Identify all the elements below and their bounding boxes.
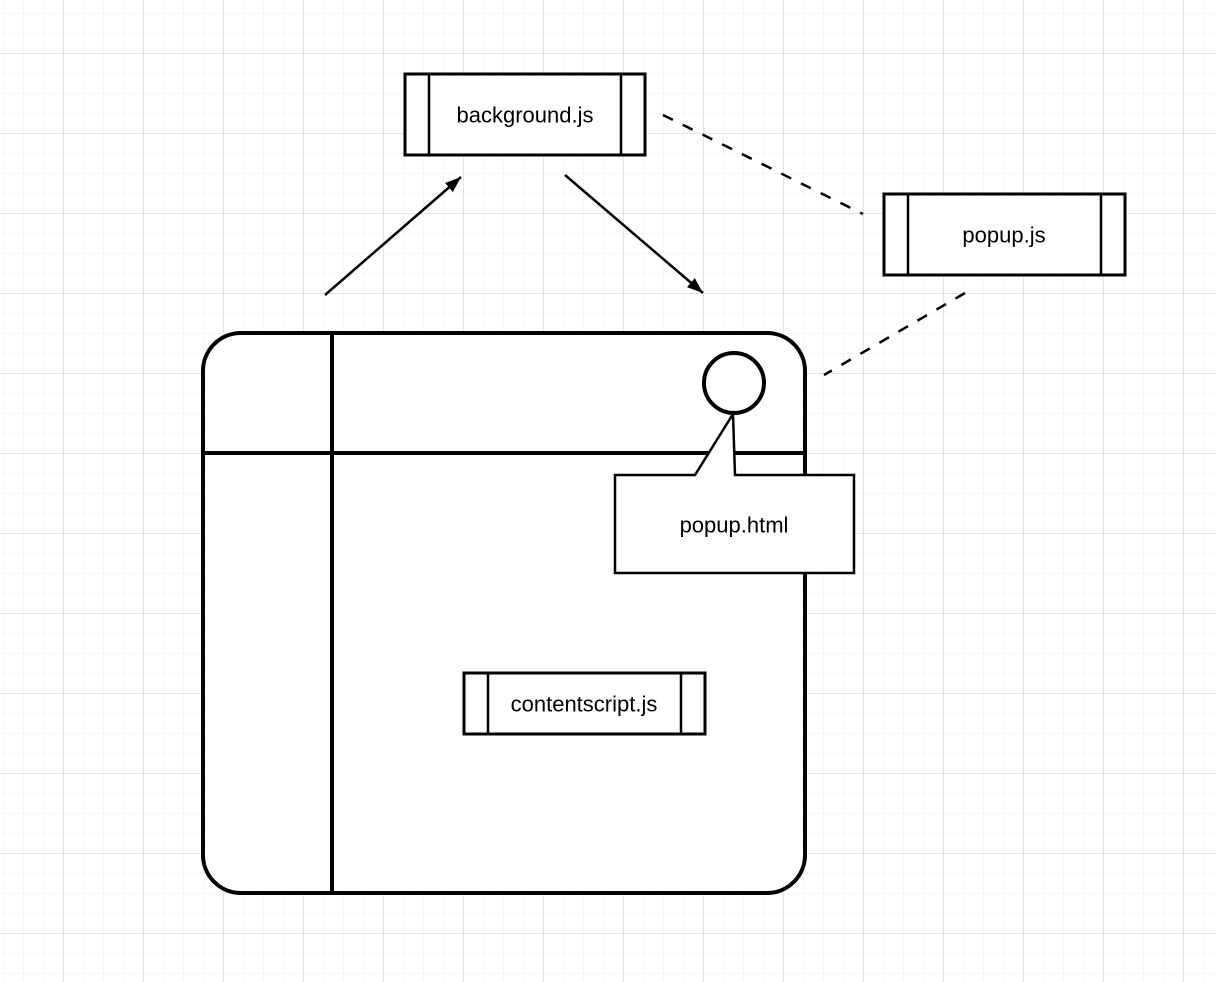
node-contentscript-js-rect bbox=[462, 671, 707, 736]
node-popup-html-callout[interactable]: popup.html bbox=[613, 409, 856, 575]
node-background-js-rect bbox=[403, 72, 647, 157]
node-background-js[interactable]: background.js bbox=[403, 72, 647, 157]
node-popup-js[interactable]: popup.js bbox=[882, 192, 1127, 277]
node-popup-js-label: popup.js bbox=[962, 223, 1045, 248]
node-popup-js-rect bbox=[882, 192, 1127, 277]
edge-popupjs-to-window-dashed[interactable] bbox=[823, 291, 966, 377]
edge-window-to-background-arrow[interactable] bbox=[324, 176, 462, 296]
node-popup-html-label: popup.html bbox=[680, 513, 789, 538]
node-contentscript-js[interactable]: contentscript.js bbox=[462, 671, 707, 736]
browser-window-frame bbox=[201, 331, 807, 895]
edge-background-to-popupjs-dashed[interactable] bbox=[662, 113, 864, 216]
edge-background-to-window-arrow[interactable] bbox=[564, 174, 704, 294]
node-contentscript-js-label: contentscript.js bbox=[511, 692, 658, 717]
node-popup-html-callout-outline bbox=[613, 409, 856, 575]
browser-window-shape[interactable] bbox=[201, 331, 807, 895]
toolbar-button-circle[interactable] bbox=[702, 351, 766, 415]
node-background-js-label: background.js bbox=[457, 103, 594, 128]
